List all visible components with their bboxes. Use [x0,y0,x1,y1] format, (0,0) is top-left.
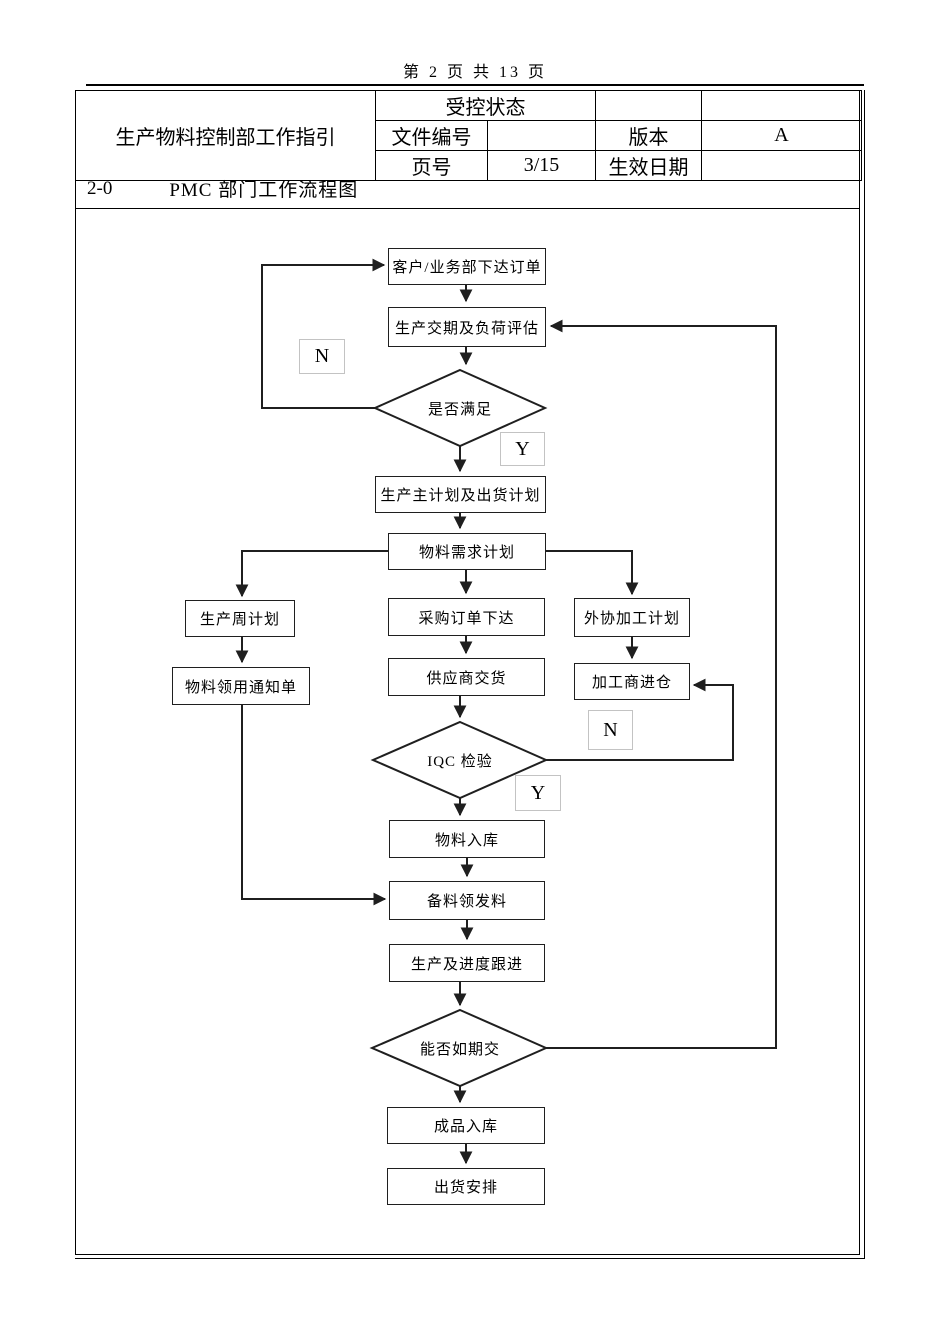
version-label-cell: 版本 [595,120,702,151]
section-number: 2-0 [87,177,113,199]
document-frame: 生产物料控制部工作指引 受控状态 文件编号 版本 A 页号 3/15 生效日期 … [75,90,865,1259]
info-table: 生产物料控制部工作指引 受控状态 文件编号 版本 A 页号 3/15 生效日期 [75,90,862,181]
page-no-label-cell: 页号 [375,150,488,181]
section-title: PMC 部门工作流程图 [169,180,359,201]
doc-title-cell: 生产物料控制部工作指引 [75,90,376,181]
flow-node-processor-in: 加工商进仓 [574,663,690,700]
doc-number-value-cell [487,120,596,151]
flow-node-mrp: 物料需求计划 [388,533,546,570]
flow-decision-iqc: IQC 检验 [427,753,493,770]
flow-node-material-issue: 备料领发料 [389,881,545,920]
branch-label-n-satisfy: N [299,339,345,374]
branch-label-y-satisfy: Y [500,432,545,466]
flow-node-material-storage: 物料入库 [389,820,545,858]
effective-date-value-cell [701,150,862,181]
flow-decision-satisfy: 是否满足 [427,401,492,418]
flow-node-purchase-order: 采购订单下达 [388,598,545,636]
flow-node-outsource-plan: 外协加工计划 [574,598,690,637]
version-value-cell: A [701,120,862,151]
doc-number-label-cell: 文件编号 [375,120,488,151]
flow-node-material-notice: 物料领用通知单 [172,667,310,705]
flow-node-finished-storage: 成品入库 [387,1107,545,1144]
section-title-row: 2-0 PMC 部门工作流程图 [76,169,859,209]
branch-label-n-iqc: N [588,710,633,750]
page-header: 第 2 页 共 13 页 [0,58,950,82]
controlled-status-cell: 受控状态 [375,90,596,121]
flow-node-master-plan: 生产主计划及出货计划 [375,476,546,513]
flow-node-supplier-delivery: 供应商交货 [388,658,545,696]
flow-decision-on-time: 能否如期交 [419,1041,500,1058]
page-number-text: 第 2 页 共 13 页 [402,64,547,81]
page-no-value-cell: 3/15 [487,150,596,181]
header-rule [86,84,864,86]
flow-node-production-follow: 生产及进度跟进 [389,944,545,982]
flow-node-weekly-plan: 生产周计划 [185,600,295,637]
branch-label-y-iqc: Y [515,775,561,811]
flow-node-eval: 生产交期及负荷评估 [388,307,546,347]
effective-date-label-cell: 生效日期 [595,150,702,181]
flow-node-order: 客户/业务部下达订单 [388,248,546,285]
flow-node-shipping: 出货安排 [387,1168,545,1205]
